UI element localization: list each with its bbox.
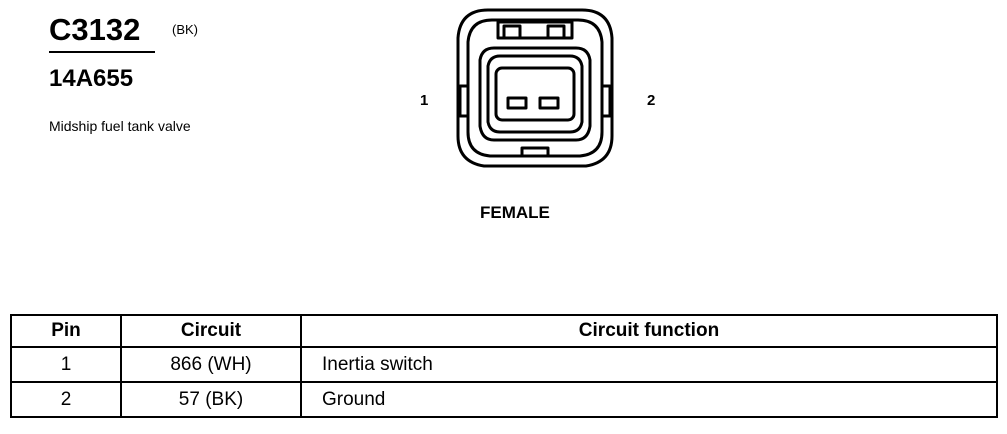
connector-color: (BK)	[172, 22, 198, 37]
row-pin: 2	[10, 381, 122, 418]
pinout-table: Pin Circuit Circuit function 1 866 (WH) …	[10, 314, 998, 418]
terminal-2	[538, 96, 560, 110]
row-function: Ground	[300, 381, 998, 418]
side-notch-right	[602, 84, 612, 118]
connector-description: Midship fuel tank valve	[49, 118, 191, 134]
housing-inner	[466, 18, 604, 158]
header-circuit-function: Circuit function	[300, 314, 998, 348]
row-circuit: 866 (WH)	[120, 346, 302, 383]
terminal-block	[494, 66, 576, 122]
table-header-row: Pin Circuit Circuit function	[10, 314, 998, 348]
connector-id-underline	[49, 51, 155, 53]
side-notch-left	[458, 84, 468, 118]
housing-outer	[456, 8, 614, 168]
pin-label-1: 1	[420, 92, 429, 109]
table-row: 2 57 (BK) Ground	[10, 381, 998, 418]
header-circuit: Circuit	[120, 314, 302, 348]
pin-label-2: 2	[647, 92, 656, 109]
latch-tab-left	[502, 24, 522, 40]
header-pin: Pin	[10, 314, 122, 348]
row-pin: 1	[10, 346, 122, 383]
row-circuit: 57 (BK)	[120, 381, 302, 418]
row-function: Inertia switch	[300, 346, 998, 383]
part-number: 14A655	[49, 65, 134, 92]
latch	[496, 20, 574, 40]
bottom-key	[520, 146, 550, 156]
terminal-1	[506, 96, 528, 110]
connector-id: C3132	[49, 12, 141, 47]
cavity-frame-outer	[478, 46, 592, 142]
table-row: 1 866 (WH) Inertia switch	[10, 346, 998, 383]
connector-gender: FEMALE	[480, 203, 550, 222]
connector-face-drawing	[456, 8, 614, 168]
cavity-frame-inner	[486, 54, 584, 134]
latch-tab-right	[546, 24, 566, 40]
